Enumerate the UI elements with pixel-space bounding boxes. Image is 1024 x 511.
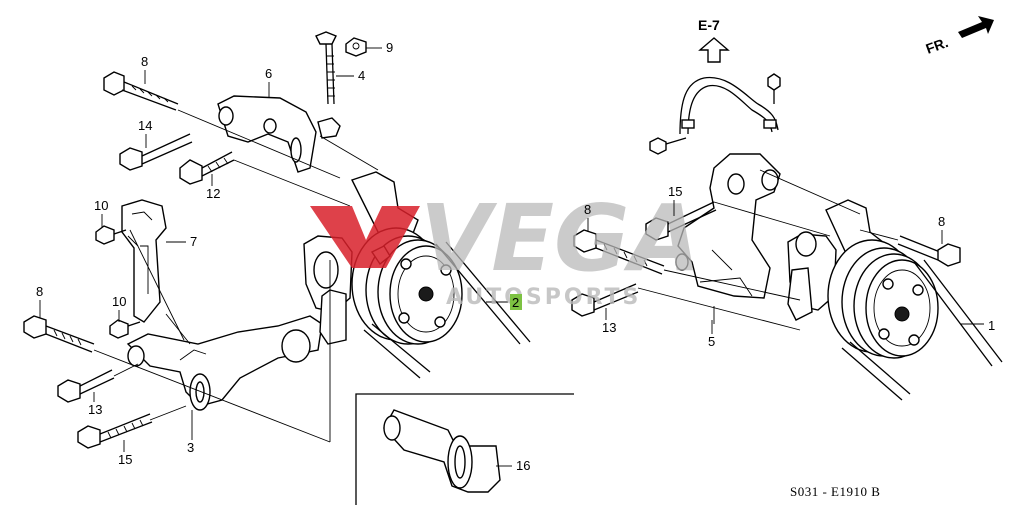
bracket-5 bbox=[675, 153, 781, 299]
bolt-15-left bbox=[77, 413, 153, 449]
bolt-13-left bbox=[57, 369, 115, 403]
callout-1: 1 bbox=[988, 318, 995, 333]
bolt-10-lower bbox=[109, 319, 141, 339]
callout-12: 12 bbox=[206, 186, 220, 201]
callout-14: 14 bbox=[138, 118, 152, 133]
power-steering-pump-right bbox=[787, 199, 939, 359]
callout-10-lower: 10 bbox=[112, 294, 126, 309]
callout-9: 9 bbox=[386, 40, 393, 55]
bolt-15-right bbox=[645, 201, 717, 241]
nut-9 bbox=[345, 37, 367, 57]
front-direction-arrow bbox=[958, 16, 994, 38]
inset-box bbox=[355, 393, 574, 505]
bolt-8-left bbox=[23, 315, 95, 353]
hose bbox=[679, 73, 781, 135]
reference-arrow-e7 bbox=[698, 37, 730, 63]
callout-8-right: 8 bbox=[938, 214, 945, 229]
leader-lines-left bbox=[93, 109, 379, 443]
bolt-8-mid bbox=[573, 229, 665, 275]
watermark: VEGA AUTOSPORTS bbox=[310, 185, 701, 310]
bracket-6 bbox=[217, 95, 341, 173]
callout-16: 16 bbox=[516, 458, 530, 473]
bracket-3 bbox=[126, 315, 323, 411]
callout-15-right: 15 bbox=[668, 184, 682, 199]
leader-lines-right bbox=[637, 169, 899, 331]
watermark-logo-red bbox=[310, 206, 420, 268]
front-direction-label: FR. bbox=[924, 34, 951, 57]
callout-7: 7 bbox=[190, 234, 197, 249]
bracket-7 bbox=[121, 199, 167, 323]
bolt-hose bbox=[649, 137, 687, 155]
watermark-sub-text: AUTOSPORTS bbox=[446, 285, 641, 310]
callout-8-top: 8 bbox=[141, 54, 148, 69]
reference-e7-label: E-7 bbox=[698, 17, 720, 33]
bolt-13-right bbox=[571, 283, 639, 317]
callout-4: 4 bbox=[358, 68, 365, 83]
bolt-14 bbox=[119, 133, 193, 171]
callout-8-mid: 8 bbox=[584, 202, 591, 217]
callout-labels: 8 6 4 9 14 12 10 7 10 8 13 3 15 2 16 E-7… bbox=[36, 17, 995, 499]
stud-4 bbox=[315, 31, 337, 105]
bolt-12 bbox=[179, 151, 235, 185]
callout-5: 5 bbox=[708, 334, 715, 349]
callout-10-upper: 10 bbox=[94, 198, 108, 213]
callout-13-left: 13 bbox=[88, 402, 102, 417]
watermark-main-text: VEGA bbox=[420, 185, 701, 292]
callout-3: 3 bbox=[187, 440, 194, 455]
callout-2: 2 bbox=[512, 295, 519, 310]
bolt-10-upper bbox=[95, 225, 127, 245]
callout-8-left: 8 bbox=[36, 284, 43, 299]
callout-6: 6 bbox=[265, 66, 272, 81]
callout-15-left: 15 bbox=[118, 452, 132, 467]
belt-1 bbox=[841, 259, 1003, 401]
diagram-code: S031 - E1910 B bbox=[790, 484, 880, 499]
bolt-8-top bbox=[103, 71, 179, 111]
belt-2 bbox=[363, 241, 531, 379]
callout-13-right: 13 bbox=[602, 320, 616, 335]
bolt-8-right bbox=[897, 235, 961, 267]
callout-2-highlight bbox=[510, 294, 522, 310]
